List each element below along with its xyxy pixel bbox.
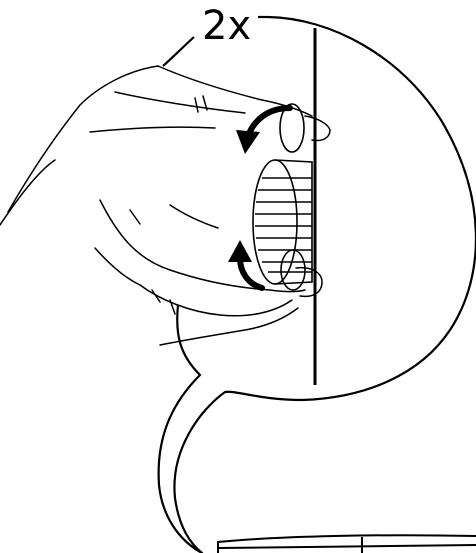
repeat-count-label: 2x [202, 3, 251, 49]
appliance-top [218, 535, 476, 553]
callout-bubble-left [163, 37, 194, 66]
callout-bubble [159, 17, 476, 553]
ribbed-knob-icon [253, 160, 312, 284]
curved-arrow-up-icon [228, 240, 262, 288]
